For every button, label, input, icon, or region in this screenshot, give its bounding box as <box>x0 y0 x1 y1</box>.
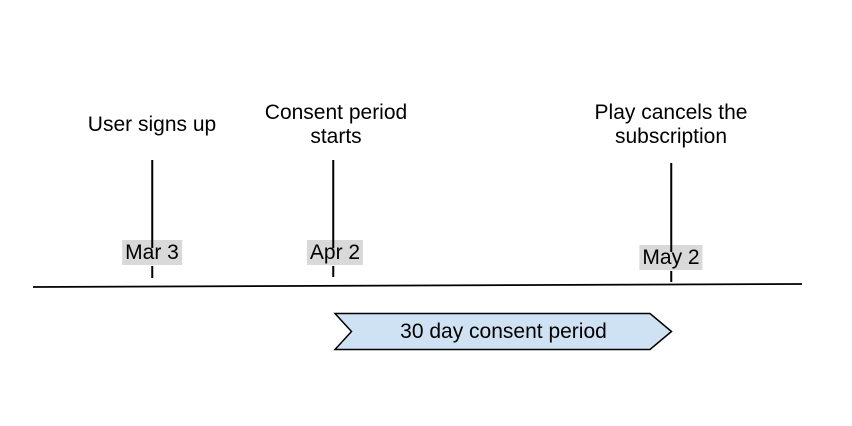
consent-period-arrow-shape <box>333 312 673 351</box>
event-title: Consent period starts <box>264 101 408 148</box>
event-tick-line <box>332 160 334 248</box>
event-subtick-line <box>151 266 153 278</box>
consent-period-arrow-label: 30 day consent period <box>400 319 607 343</box>
timeline-axis-line <box>32 283 803 288</box>
event-date-label: Apr 2 <box>306 240 364 265</box>
event-title: User signs up <box>87 113 217 136</box>
event-tick-line <box>670 163 672 252</box>
event-title: Play cancels the subscription <box>594 101 748 148</box>
event-subtick-line <box>332 266 334 277</box>
event-subtick-line <box>670 271 672 282</box>
event-tick-line <box>151 160 153 248</box>
